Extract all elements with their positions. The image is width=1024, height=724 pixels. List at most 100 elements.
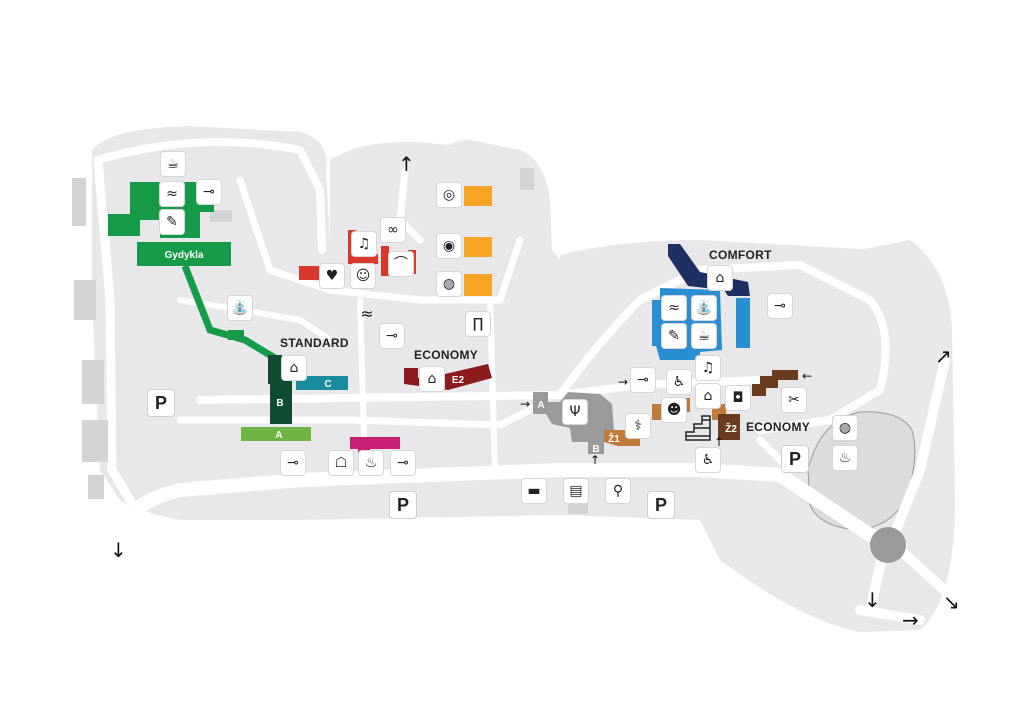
bike-icon[interactable]: ⚲ — [606, 479, 630, 503]
reception-bell-icon[interactable]: ⌂ — [282, 356, 306, 380]
pool-icon[interactable]: ≈ — [160, 182, 184, 206]
building-standard-c — [296, 376, 348, 390]
laundry-icon[interactable]: ◘ — [726, 386, 750, 410]
cafe-icon[interactable]: ☕ — [161, 152, 185, 176]
wheelchair-icon[interactable]: ♿ — [667, 370, 691, 394]
parking-sign-south[interactable]: P — [648, 492, 674, 518]
taxi-icon[interactable]: ▬ — [522, 479, 546, 503]
arrow-northeast-icon: ↗ — [935, 344, 952, 368]
entrance-arrow-icon: ← — [802, 369, 813, 383]
smoking-icon[interactable]: ⊸ — [391, 451, 415, 475]
context-building — [210, 210, 232, 222]
court-tennis — [464, 186, 492, 206]
court-basketball — [464, 237, 492, 257]
road-west-vertical — [93, 155, 135, 505]
red-building — [299, 266, 319, 280]
building-a-label: A — [275, 430, 282, 441]
road-east-loop — [556, 261, 890, 434]
building-gydykla-label: Gydykla — [165, 250, 204, 261]
massage-icon[interactable]: ✎ — [160, 210, 184, 234]
dentist-icon[interactable]: ♥ — [320, 264, 344, 288]
entrance-arrow-icon: → — [618, 375, 629, 389]
arrow-southeast-icon: ↘ — [943, 590, 960, 614]
building-c-label: C — [324, 379, 331, 390]
fountain-icon[interactable]: ⛲ — [692, 296, 716, 320]
context-building — [568, 500, 588, 514]
context-buildings — [72, 168, 588, 514]
road-mid2 — [487, 297, 498, 473]
context-building — [72, 178, 86, 226]
arrow-east-icon: → — [902, 608, 919, 632]
wheelchair-icon[interactable]: ♿ — [696, 448, 720, 472]
ground-areas — [92, 126, 955, 632]
label-economy-left: ECONOMY — [414, 348, 479, 362]
smoking-icon[interactable]: ⊸ — [197, 180, 221, 204]
road-standard — [176, 401, 544, 429]
smoking-icon[interactable]: ⊸ — [281, 451, 305, 475]
karaoke-icon[interactable]: ♫ — [696, 356, 720, 380]
restaurant-icon[interactable]: Ψ — [563, 400, 587, 424]
reception-bell-icon[interactable]: ⌂ — [420, 367, 444, 391]
spa-waves-icon: ≈ — [360, 304, 374, 323]
parking-sign-west[interactable]: P — [148, 390, 174, 416]
pool-icon[interactable]: ≈ — [662, 296, 686, 320]
smoking-icon[interactable]: ⊸ — [380, 324, 404, 348]
smoking-icon[interactable]: ⊸ — [631, 368, 655, 392]
context-building — [88, 475, 104, 499]
building-standard-b — [268, 355, 292, 424]
building-standard-a — [241, 427, 311, 441]
label-economy-right: ECONOMY — [746, 420, 811, 434]
arrow-southwest-icon: ↓ — [110, 538, 127, 562]
gydykla-main — [137, 242, 231, 266]
tennis-icon[interactable]: ◎ — [437, 183, 461, 207]
standard-complex: B C A — [241, 355, 348, 441]
volleyball-icon[interactable]: ◍ — [437, 272, 461, 296]
medical-icon[interactable]: ⚕ — [626, 414, 650, 438]
context-building — [520, 168, 534, 190]
label-comfort: COMFORT — [709, 248, 772, 262]
arrow-north-icon: ↑ — [398, 152, 415, 176]
road-se-2 — [890, 540, 960, 605]
arrow-south-icon: ↓ — [864, 588, 881, 612]
context-building — [82, 360, 104, 404]
road-north-loop — [94, 138, 326, 254]
building-z2-label: Ž2 — [725, 422, 737, 435]
smoking-icon[interactable]: ⊸ — [768, 294, 792, 318]
basketball-icon[interactable]: ◉ — [437, 234, 461, 258]
hairdresser-icon[interactable]: ✂ — [782, 388, 806, 412]
playground-slide-icon[interactable]: ⌒ — [389, 252, 413, 276]
kids-club-icon[interactable]: ☺ — [351, 264, 375, 288]
label-standard: STANDARD — [280, 336, 349, 350]
red-building — [348, 254, 378, 264]
building-rest-a-label: A — [537, 400, 544, 411]
fountain-icon[interactable]: ⛲ — [228, 296, 252, 320]
cafe-icon[interactable]: ☕ — [692, 324, 716, 348]
parking-sign-east[interactable]: P — [782, 446, 808, 472]
beach-icon[interactable]: ♨ — [833, 446, 857, 470]
building-z2 — [718, 414, 740, 440]
road-ne-diagonal — [885, 355, 950, 550]
sports-courts — [464, 186, 492, 296]
stairs-icon — [685, 415, 711, 441]
karaoke-icon[interactable]: ♫ — [352, 232, 376, 256]
massage-icon[interactable]: ✎ — [662, 324, 686, 348]
volleyball-icon[interactable]: ◍ — [833, 416, 857, 440]
reading-icon[interactable]: ☖ — [329, 451, 353, 475]
parking-sign-central[interactable]: P — [390, 492, 416, 518]
reception-bell-icon[interactable]: ⌂ — [708, 266, 732, 290]
doctor-icon[interactable]: ☻ — [662, 398, 686, 422]
context-building — [82, 420, 108, 462]
building-z1-label: Ž1 — [608, 432, 620, 445]
road-se-3 — [855, 605, 925, 625]
reception-bell-icon[interactable]: ⌂ — [696, 384, 720, 408]
sauna-icon[interactable]: ♨ — [359, 451, 383, 475]
entrance-arrow-icon: ↑ — [714, 435, 725, 449]
roundabout — [870, 527, 906, 563]
glasses-icon[interactable]: ∞ — [381, 218, 405, 242]
building-brown-east — [752, 370, 798, 396]
building-e2-label: E2 — [452, 375, 465, 386]
gate-icon[interactable]: ∏ — [466, 312, 490, 336]
road-inner-north — [236, 176, 524, 304]
bus-icon[interactable]: ▤ — [564, 479, 588, 503]
